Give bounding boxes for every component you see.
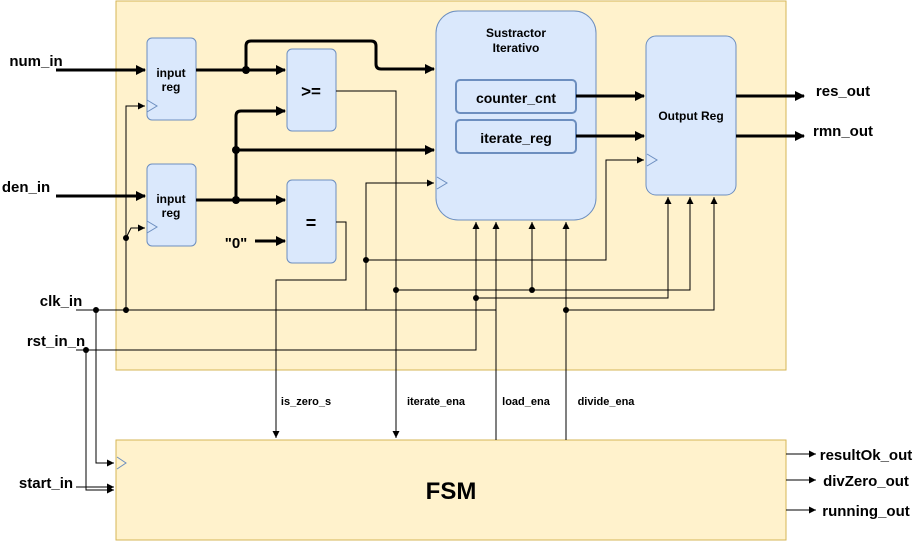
iterate-reg-label: iterate_reg bbox=[480, 130, 552, 146]
subtractor-label-1: Sustractor bbox=[486, 26, 546, 40]
comparator-ge-label: >= bbox=[301, 82, 321, 101]
input-reg-num-label-2: reg bbox=[162, 80, 181, 94]
load-ena-label: load_ena bbox=[502, 396, 551, 408]
input-reg-den-label-1: input bbox=[156, 192, 185, 206]
running-out-label: running_out bbox=[822, 503, 909, 520]
input-reg-num bbox=[146, 37, 197, 121]
counter-cnt-label: counter_cnt bbox=[476, 90, 556, 106]
rmn-out-label: rmn_out bbox=[813, 123, 873, 140]
comparator-ge bbox=[286, 48, 337, 132]
fsm-label: FSM bbox=[426, 478, 477, 505]
output-reg-label: Output Reg bbox=[658, 109, 723, 123]
start-in-label: start_in bbox=[19, 475, 73, 492]
divzero-out-label: divZero_out bbox=[823, 473, 909, 490]
fsm-block bbox=[115, 439, 787, 541]
subtractor-label-2: Iterativo bbox=[493, 41, 540, 55]
den-in-label: den_in bbox=[2, 179, 50, 196]
input-reg-den bbox=[146, 163, 197, 247]
zero-const-label: "0" bbox=[225, 235, 248, 252]
rst-in-n-label: rst_in_n bbox=[27, 333, 85, 350]
resultok-out-label: resultOk_out bbox=[820, 447, 913, 464]
comparator-eq-label: = bbox=[306, 213, 317, 233]
divide-ena-label: divide_ena bbox=[578, 396, 636, 408]
input-reg-num-label-1: input bbox=[156, 66, 185, 80]
iterate-ena-label: iterate_ena bbox=[407, 396, 466, 408]
clk-in-label: clk_in bbox=[40, 293, 83, 310]
num-in-label: num_in bbox=[9, 53, 62, 70]
subtractor-block bbox=[435, 10, 597, 221]
is-zero-s-label: is_zero_s bbox=[281, 396, 331, 408]
output-reg-block bbox=[645, 35, 737, 196]
input-reg-den-label-2: reg bbox=[162, 206, 181, 220]
res-out-label: res_out bbox=[816, 83, 870, 100]
